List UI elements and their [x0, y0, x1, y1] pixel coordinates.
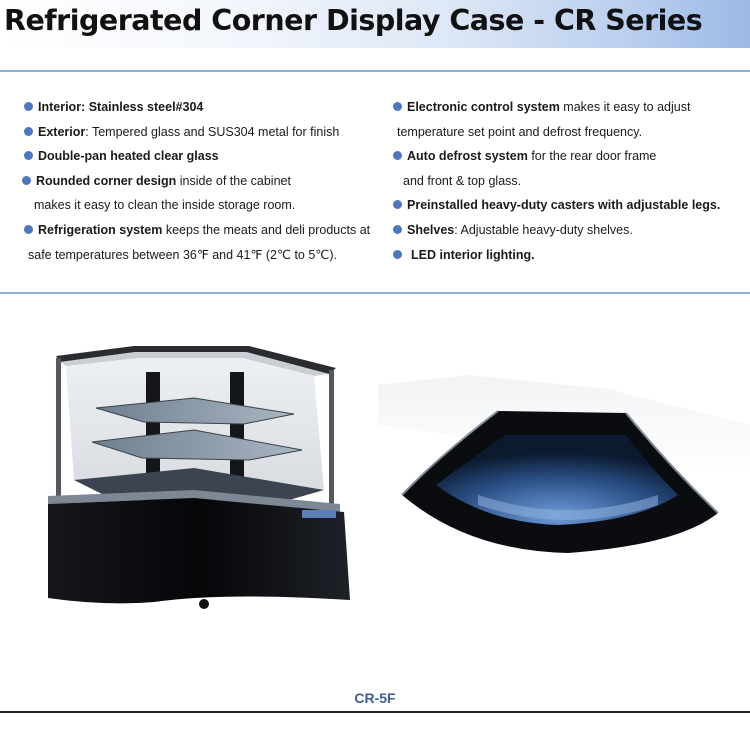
- bullet-icon: [24, 126, 33, 136]
- feature-item: Double-pan heated clear glass: [24, 144, 370, 169]
- bullet-icon: [393, 224, 402, 234]
- feature-item: Electronic control system makes it easy …: [393, 95, 720, 120]
- feature-item: Exterior: Tempered glass and SUS304 meta…: [24, 120, 370, 145]
- feature-item: Rounded corner design inside of the cabi…: [22, 169, 368, 194]
- feature-label: LED interior lighting.: [411, 247, 535, 262]
- feature-text: makes it easy to adjust: [559, 100, 691, 114]
- model-label: CR-5F: [354, 690, 396, 706]
- feature-label: Auto defrost system: [407, 149, 528, 164]
- feature-text: keeps the meats and deli products at: [162, 222, 371, 237]
- bullet-icon: [393, 151, 402, 161]
- feature-item: LED interior lighting.: [393, 243, 720, 268]
- feature-label: Interior: Stainless steel#304: [38, 100, 204, 114]
- page-title: Refrigerated Corner Display Case - CR Se…: [4, 4, 703, 37]
- feature-label: Double-pan heated clear glass: [38, 149, 219, 164]
- bullet-icon: [393, 200, 402, 210]
- feature-label: Refrigeration system: [38, 222, 163, 237]
- feature-text: for the rear door frame: [527, 149, 657, 164]
- divider-bottom: [0, 711, 750, 713]
- bullet-icon: [393, 102, 402, 111]
- feature-item: Shelves: Adjustable heavy-duty shelves.: [393, 218, 720, 243]
- corner-display-case-top-image: [378, 375, 750, 553]
- feature-continuation: temperature set point and defrost freque…: [397, 124, 643, 139]
- feature-label: Exterior: [38, 124, 86, 139]
- bullet-icon: [24, 102, 33, 111]
- corner-display-case-front-image: [48, 346, 350, 609]
- feature-continuation: and front & top glass.: [403, 173, 522, 188]
- divider-middle: [0, 292, 750, 294]
- feature-list-left: Interior: Stainless steel#304 Exterior: …: [22, 95, 370, 267]
- feature-label: Rounded corner design: [36, 173, 177, 188]
- bullet-icon: [24, 151, 33, 161]
- divider-top: [0, 70, 750, 72]
- feature-label: Preinstalled heavy-duty casters with adj…: [407, 198, 721, 213]
- feature-item: Auto defrost system for the rear door fr…: [393, 144, 720, 169]
- feature-text: inside of the cabinet: [176, 173, 291, 188]
- bullet-icon: [393, 249, 402, 259]
- feature-label: Electronic control system: [407, 100, 560, 114]
- feature-item: Interior: Stainless steel#304: [24, 95, 370, 120]
- feature-label: Shelves: [407, 222, 455, 237]
- title-bar: Refrigerated Corner Display Case - CR Se…: [0, 0, 750, 48]
- feature-item: Refrigeration system keeps the meats and…: [24, 218, 370, 243]
- feature-item: Preinstalled heavy-duty casters with adj…: [393, 193, 720, 218]
- feature-text: : Adjustable heavy-duty shelves.: [454, 222, 633, 237]
- feature-continuation: makes it easy to clean the inside storag…: [34, 198, 296, 213]
- feature-continuation: safe temperatures between 36℉ and 41℉ (2…: [28, 247, 337, 262]
- feature-text: : Tempered glass and SUS304 metal for fi…: [85, 124, 340, 139]
- bullet-icon: [24, 224, 33, 234]
- feature-list-right: Electronic control system makes it easy …: [393, 95, 720, 267]
- bullet-icon: [22, 175, 31, 185]
